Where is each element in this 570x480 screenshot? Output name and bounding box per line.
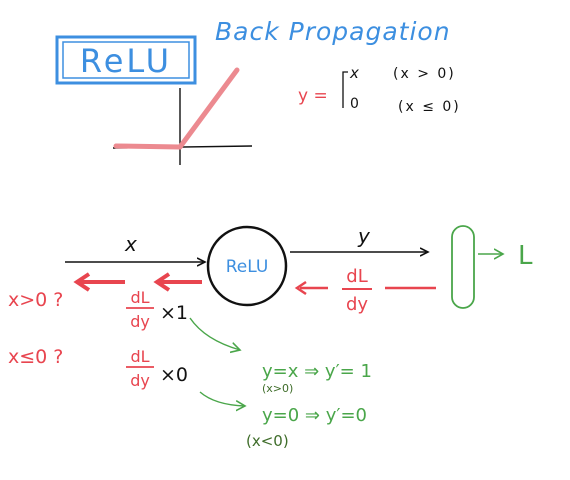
case-neg-grad-num: dL bbox=[130, 347, 149, 366]
case-pos-grad-den: dy bbox=[130, 312, 150, 331]
definition-brace bbox=[342, 71, 348, 108]
relu-node bbox=[206, 225, 288, 307]
derivation-neg-line: y=0 ⇒ y′=0 bbox=[262, 405, 367, 426]
loss-label: L bbox=[518, 241, 533, 271]
derivation-neg-arrow bbox=[199, 391, 245, 406]
derivation-pos-line: y=x ⇒ y′= 1 bbox=[262, 361, 372, 382]
forward-input-label: x bbox=[124, 232, 137, 256]
case-neg-grad-den: dy bbox=[130, 371, 150, 390]
derivation-neg-condition: (x<0) bbox=[246, 432, 289, 450]
case-pos-factor: ×1 bbox=[160, 302, 188, 324]
relu-definition: y = x (x > 0) 0 (x ≤ 0) bbox=[298, 64, 461, 115]
definition-case1-condition: (x > 0) bbox=[393, 66, 456, 82]
incoming-grad-num: dL bbox=[346, 266, 367, 287]
relu-node-label: ReLU bbox=[226, 257, 269, 277]
backward-pass: dL dy x>0 ? dL dy ×1 x≤0 ? dL dy ×0 bbox=[8, 266, 436, 390]
relu-mini-graph bbox=[112, 67, 253, 165]
loss-block bbox=[451, 225, 475, 309]
definition-case2-value: 0 bbox=[350, 96, 359, 112]
incoming-grad-den: dy bbox=[346, 294, 368, 315]
derivation-pos-arrow bbox=[189, 317, 240, 350]
relu-box-label: ReLU bbox=[80, 42, 172, 80]
case-neg-factor: ×0 bbox=[160, 364, 188, 386]
definition-case1-value: x bbox=[349, 64, 359, 82]
derivation-notes: y=x ⇒ y′= 1 (x>0) y=0 ⇒ y′=0 (x<0) bbox=[189, 317, 372, 450]
definition-case2-condition: (x ≤ 0) bbox=[398, 99, 461, 115]
relu-title-box: ReLU bbox=[55, 35, 197, 85]
definition-lhs: y = bbox=[298, 86, 328, 106]
case-neg-condition: x≤0 ? bbox=[8, 346, 63, 368]
forward-pass: x ReLU y L bbox=[65, 224, 533, 309]
case-pos-condition: x>0 ? bbox=[8, 289, 63, 311]
diagram-title: Back Propagation bbox=[215, 17, 451, 46]
derivation-pos-condition: (x>0) bbox=[262, 382, 293, 395]
case-pos-grad-num: dL bbox=[130, 288, 149, 307]
forward-output-label: y bbox=[357, 224, 371, 248]
